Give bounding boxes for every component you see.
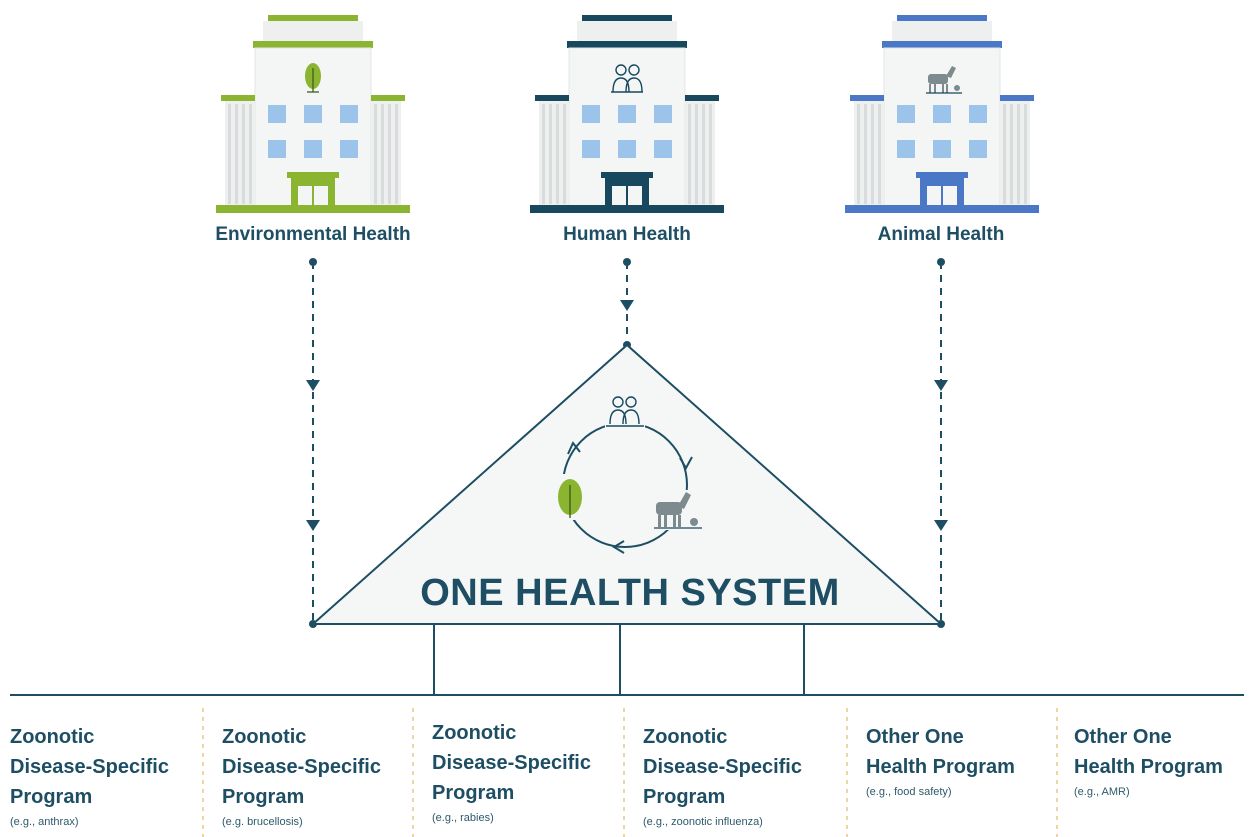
people-icon	[611, 64, 643, 93]
program-amr: Other One Health Program (e.g., AMR)	[1074, 722, 1249, 798]
cycle-leaf-icon	[556, 474, 582, 520]
environmental-building	[216, 15, 410, 213]
cycle-goat-icon	[652, 490, 702, 530]
program-example: (e.g., anthrax)	[10, 816, 79, 828]
program-food-safety: Other One Health Program (e.g., food saf…	[866, 722, 1066, 798]
program-example: (e.g., zoonotic influenza)	[643, 816, 763, 828]
program-connectors	[433, 624, 805, 695]
animal-building	[845, 15, 1039, 213]
one-health-triangle	[310, 343, 944, 625]
leaf-icon	[305, 63, 321, 93]
program-example: (e.g., food safety)	[866, 786, 952, 798]
human-building	[530, 15, 724, 213]
cycle-people-icon	[605, 396, 645, 436]
program-title: Zoonotic Disease-Specific Program	[432, 722, 591, 804]
program-zoonotic-influenza: Zoonotic Disease-Specific Program (e.g.,…	[643, 722, 843, 828]
program-brucellosis: Zoonotic Disease-Specific Program (e.g. …	[222, 722, 422, 828]
program-example: (e.g. brucellosis)	[222, 816, 303, 828]
program-example: (e.g., AMR)	[1074, 786, 1130, 798]
cycle-arrowheads	[567, 441, 693, 554]
environmental-health-label: Environmental Health	[215, 224, 411, 245]
program-separators	[202, 708, 1058, 837]
program-title: Zoonotic Disease-Specific Program	[222, 726, 381, 808]
program-title: Zoonotic Disease-Specific Program	[643, 726, 802, 808]
one-health-system-title: ONE HEALTH SYSTEM	[420, 572, 840, 614]
arrowheads	[306, 300, 948, 531]
program-title: Other One Health Program	[1074, 726, 1223, 778]
animal-health-label: Animal Health	[877, 224, 1005, 245]
program-title: Other One Health Program	[866, 726, 1015, 778]
program-rabies: Zoonotic Disease-Specific Program (e.g.,…	[432, 718, 632, 824]
program-anthrax: Zoonotic Disease-Specific Program (e.g.,…	[10, 722, 210, 828]
program-title: Zoonotic Disease-Specific Program	[10, 726, 169, 808]
program-example: (e.g., rabies)	[432, 812, 494, 824]
goat-icon	[926, 66, 962, 94]
human-health-label: Human Health	[563, 224, 691, 245]
